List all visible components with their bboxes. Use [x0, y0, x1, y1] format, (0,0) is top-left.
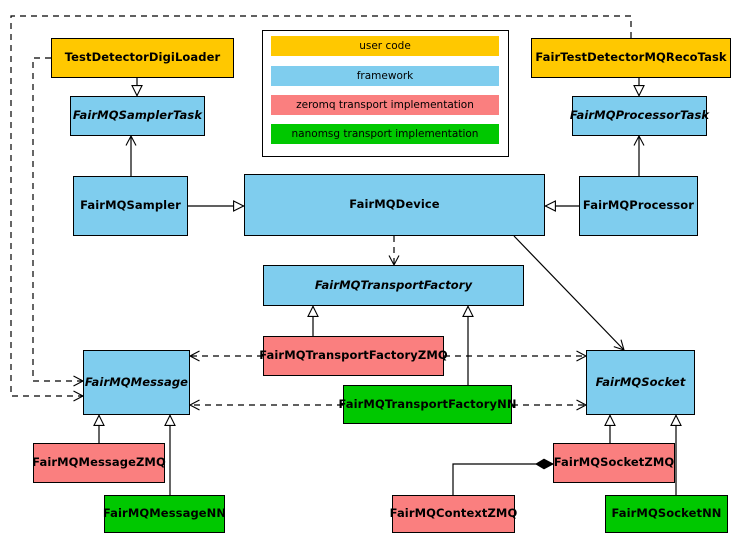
- class-node-fairmqdevice[interactable]: FairMQDevice: [244, 174, 545, 236]
- class-label: FairTestDetectorMQRecoTask: [535, 50, 727, 65]
- class-label: TestDetectorDigiLoader: [64, 50, 221, 65]
- class-node-fairmqsampler[interactable]: FairMQSampler: [73, 176, 188, 236]
- legend-label-nanomsg: nanomsg transport implementation: [291, 128, 479, 140]
- legend-label-zeromq: zeromq transport implementation: [296, 99, 474, 111]
- class-node-fairmqsocket[interactable]: FairMQSocket: [586, 350, 695, 415]
- class-label: FairMQMessageZMQ: [32, 455, 166, 470]
- class-label: FairMQContextZMQ: [389, 506, 518, 521]
- class-label: FairMQMessageNN: [102, 506, 227, 521]
- class-label: FairMQSamplerTask: [72, 108, 203, 123]
- class-node-testdetectordigiloader[interactable]: TestDetectorDigiLoader: [51, 38, 234, 78]
- class-node-fairmqmessagezmq[interactable]: FairMQMessageZMQ: [32, 443, 166, 483]
- edge-recotask-to-message: [10, 15, 632, 402]
- class-label: FairMQMessage: [84, 374, 189, 389]
- legend-swatch-user-code: user code: [271, 36, 499, 56]
- edge-device-to-socket: [513, 235, 625, 351]
- class-node-fairmqsocketnn[interactable]: FairMQSocketNN: [605, 495, 728, 533]
- class-node-fairmqsamplertask[interactable]: FairMQSamplerTask: [70, 96, 205, 136]
- class-label: FairMQDevice: [349, 197, 440, 212]
- legend-label-framework: framework: [356, 70, 414, 82]
- class-label: FairMQTransportFactoryNN: [338, 396, 517, 411]
- class-label: FairMQSocketNN: [611, 506, 722, 521]
- class-label: FairMQProcessor: [582, 198, 695, 213]
- legend-swatch-nanomsg: nanomsg transport implementation: [271, 124, 499, 144]
- class-node-fairmqsocketzmq[interactable]: FairMQSocketZMQ: [553, 443, 675, 483]
- class-node-fairmqcontextzmq[interactable]: FairMQContextZMQ: [389, 495, 518, 533]
- class-node-fairmqmessage[interactable]: FairMQMessage: [83, 350, 190, 415]
- class-node-fairtestdetectormqrecotask[interactable]: FairTestDetectorMQRecoTask: [531, 38, 731, 78]
- edge-digiloader-to-message: [32, 57, 85, 387]
- class-label: FairMQSampler: [80, 198, 181, 213]
- class-label: FairMQSocketZMQ: [553, 455, 675, 470]
- class-node-fairmqtransportfactorynn[interactable]: FairMQTransportFactoryNN: [338, 385, 516, 424]
- legend-label-user-code: user code: [359, 40, 411, 52]
- class-node-fairmqprocessor[interactable]: FairMQProcessor: [579, 176, 698, 236]
- class-label: FairMQTransportFactory: [314, 277, 473, 292]
- class-node-fairmqtransportfactoryzmq[interactable]: FairMQTransportFactoryZMQ: [259, 336, 448, 376]
- class-node-fairmqtransportfactory[interactable]: FairMQTransportFactory: [263, 265, 524, 306]
- class-label: FairMQTransportFactoryZMQ: [259, 348, 448, 363]
- class-label: FairMQSocket: [595, 374, 686, 389]
- class-node-fairmqprocessortask[interactable]: FairMQProcessorTask: [569, 96, 710, 136]
- class-label: FairMQProcessorTask: [569, 108, 710, 123]
- class-node-fairmqmessagenn[interactable]: FairMQMessageNN: [102, 495, 227, 533]
- edge-contextzmq-to-socketzmq: [452, 458, 555, 495]
- legend-swatch-framework: framework: [271, 66, 499, 86]
- legend-swatch-zeromq: zeromq transport implementation: [271, 95, 499, 115]
